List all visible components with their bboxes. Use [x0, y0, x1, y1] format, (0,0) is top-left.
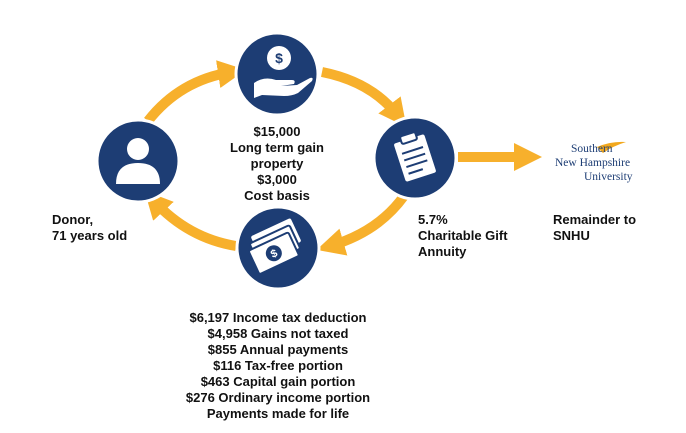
cost-basis-label: Cost basis [244, 188, 310, 203]
annuity-label: 5.7% Charitable Gift Annuity [418, 212, 508, 260]
remainder-label: Remainder to SNHU [553, 212, 636, 244]
donor-label-line: 71 years old [52, 228, 128, 243]
annuity-label-line: Annuity [418, 244, 467, 259]
tax-free-portion-line: $116 Tax-free portion [213, 358, 343, 373]
payments-node: $ [235, 205, 321, 291]
svg-text:$: $ [275, 50, 283, 66]
annuity-label-line: Charitable Gift [418, 228, 508, 243]
donor-label: Donor, 71 years old [52, 212, 127, 244]
dollar-hand-icon: $ [254, 46, 313, 98]
gift-label-line: property [250, 156, 304, 171]
logo-swoosh [597, 141, 626, 153]
tax-deduction-line: $6,197 Income tax deduction [189, 310, 367, 325]
logo-line-3: University [584, 171, 633, 183]
money-bills-icon: $ [248, 218, 301, 275]
annuity-rate: 5.7% [418, 212, 448, 227]
gains-not-taxed-line: $4,958 Gains not taxed [207, 326, 349, 341]
annual-payments-line: $855 Annual payments [207, 342, 349, 357]
clipboard-icon [394, 131, 436, 182]
gift-amount: $15,000 [253, 124, 301, 139]
cycle-arrows [144, 60, 542, 256]
snhu-logo: Southern New Hampshire University [555, 141, 633, 183]
arrow-gift-to-annuity [320, 67, 407, 128]
capital-gain-portion-line: $463 Capital gain portion [200, 374, 356, 389]
logo-line-2: New Hampshire [555, 157, 630, 169]
person-icon [116, 138, 160, 184]
arrow-donor-to-gift [144, 60, 246, 125]
remainder-label-line: SNHU [553, 228, 590, 243]
gift-label: $15,000 Long term gain property $3,000 C… [207, 124, 347, 204]
payments-label: $6,197 Income tax deduction $4,958 Gains… [168, 310, 388, 422]
gift-node: $ [234, 31, 320, 117]
remainder-label-line: Remainder to [553, 212, 637, 227]
donor-label-line: Donor, [52, 212, 94, 227]
logo-line-1: Southern [571, 143, 613, 155]
arrow-annuity-to-payments [316, 193, 409, 256]
cost-basis-amount: $3,000 [257, 172, 297, 187]
payments-for-life-line: Payments made for life [206, 406, 350, 421]
gift-label-line: Long term gain [230, 140, 324, 155]
annuity-node [372, 115, 458, 201]
arrow-payments-to-donor [144, 190, 237, 251]
donor-node [95, 118, 181, 204]
ordinary-income-portion-line: $276 Ordinary income portion [185, 390, 371, 405]
svg-text:$: $ [269, 247, 280, 260]
